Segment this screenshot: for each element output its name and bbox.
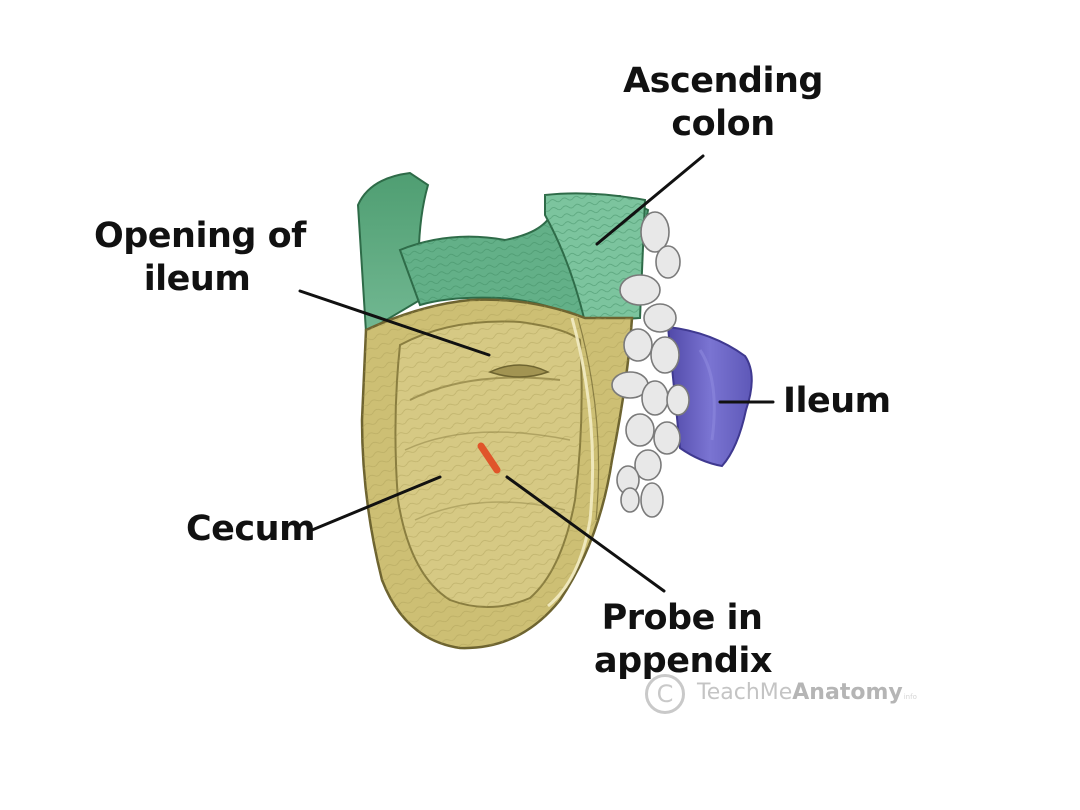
- label-probe-in-appendix-line2: appendix: [594, 641, 773, 681]
- leader-lines: [298, 154, 775, 593]
- label-probe-in-appendix-line1: Probe in: [601, 598, 763, 638]
- label-ileum: Ileum: [783, 381, 891, 421]
- cecum-body: [360, 298, 634, 650]
- label-opening-of-ileum-line1: Opening of: [94, 216, 306, 256]
- watermark: C TeachMeAnatomyinfo: [645, 672, 917, 722]
- leader-line-ascending-colon: [595, 154, 705, 246]
- appendix-probe: [477, 442, 501, 474]
- copyright-icon: C: [645, 674, 685, 714]
- watermark-suffix: info: [903, 693, 917, 701]
- label-opening-of-ileum-line2: ileum: [143, 259, 251, 299]
- label-ascending-colon-line1: Ascending: [623, 61, 823, 101]
- watermark-text: TeachMeAnatomyinfo: [697, 680, 917, 705]
- watermark-brand-bold: Anatomy: [792, 680, 903, 705]
- leader-line-opening-of-ileum: [298, 289, 491, 357]
- fat-tags: [611, 211, 690, 518]
- ileum-tube: [666, 325, 753, 468]
- label-cecum: Cecum: [186, 509, 316, 549]
- label-opening-of-ileum: Opening of ileum: [94, 215, 306, 301]
- label-probe-in-appendix: Probe in appendix: [594, 597, 773, 683]
- leader-line-cecum: [310, 475, 442, 532]
- watermark-brand-light: TeachMe: [697, 680, 793, 705]
- label-ascending-colon: Ascending colon: [622, 60, 824, 146]
- leader-line-probe: [505, 475, 666, 593]
- label-ascending-colon-line2: colon: [671, 104, 775, 144]
